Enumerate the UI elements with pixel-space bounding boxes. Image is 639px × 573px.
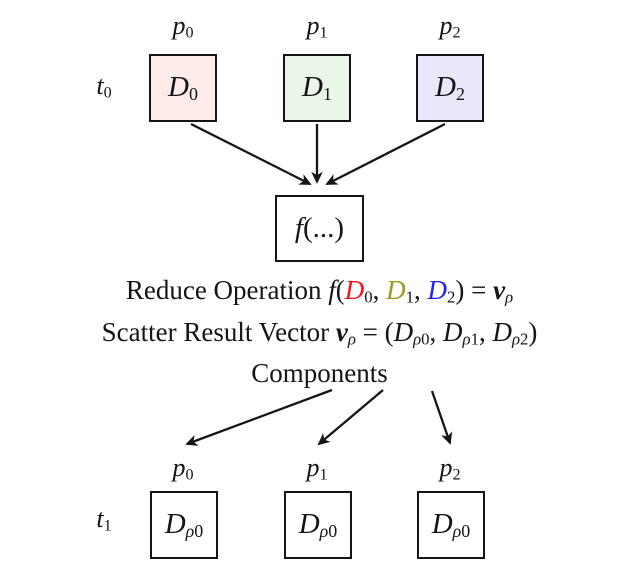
bottom-processor-label-p2: p2 (439, 453, 461, 484)
data-box-d2: D2 (416, 54, 484, 122)
diverge-arrow-middle (317, 389, 384, 446)
diverge-arrow-left (185, 388, 333, 446)
data-box-d2-label: D2 (435, 71, 465, 104)
top-processor-label-p1: p1 (306, 11, 328, 42)
result-box-1-label: Dρ0 (298, 508, 338, 541)
result-box-2-label: Dρ0 (431, 508, 471, 541)
top-processor-label-p2: p2 (439, 11, 461, 42)
caption-block: Reduce Operation f(D0, D1, D2) = vρ Scat… (0, 273, 639, 390)
time-label-t0: t0 (96, 71, 112, 102)
result-box-0: Dρ0 (150, 491, 218, 559)
converge-arrow-right (325, 122, 446, 186)
result-box-0-label: Dρ0 (164, 508, 204, 541)
data-box-d1: D1 (283, 54, 351, 122)
bottom-processor-label-p1: p1 (306, 453, 328, 484)
reduce-function-node: f(...) (275, 195, 364, 262)
bottom-processor-label-p0: p0 (172, 453, 194, 484)
data-box-d0: D0 (149, 54, 217, 122)
data-box-d1-label: D1 (302, 71, 332, 104)
caption-reduce-operation: Reduce Operation f(D0, D1, D2) = vρ (125, 275, 514, 307)
data-box-d0-label: D0 (168, 71, 198, 104)
diverge-arrow-right (430, 390, 453, 445)
top-processor-label-p0: p0 (172, 11, 194, 42)
result-box-2: Dρ0 (417, 491, 485, 559)
caption-components: Components (251, 358, 388, 389)
reduce-function-label: f(...) (294, 212, 345, 244)
converge-arrow-left (190, 122, 312, 186)
caption-scatter-result-vector: Scatter Result Vector vρ = (Dρ0, Dρ1, Dρ… (101, 316, 538, 349)
time-label-t1: t1 (96, 504, 112, 535)
result-box-1: Dρ0 (284, 491, 352, 559)
